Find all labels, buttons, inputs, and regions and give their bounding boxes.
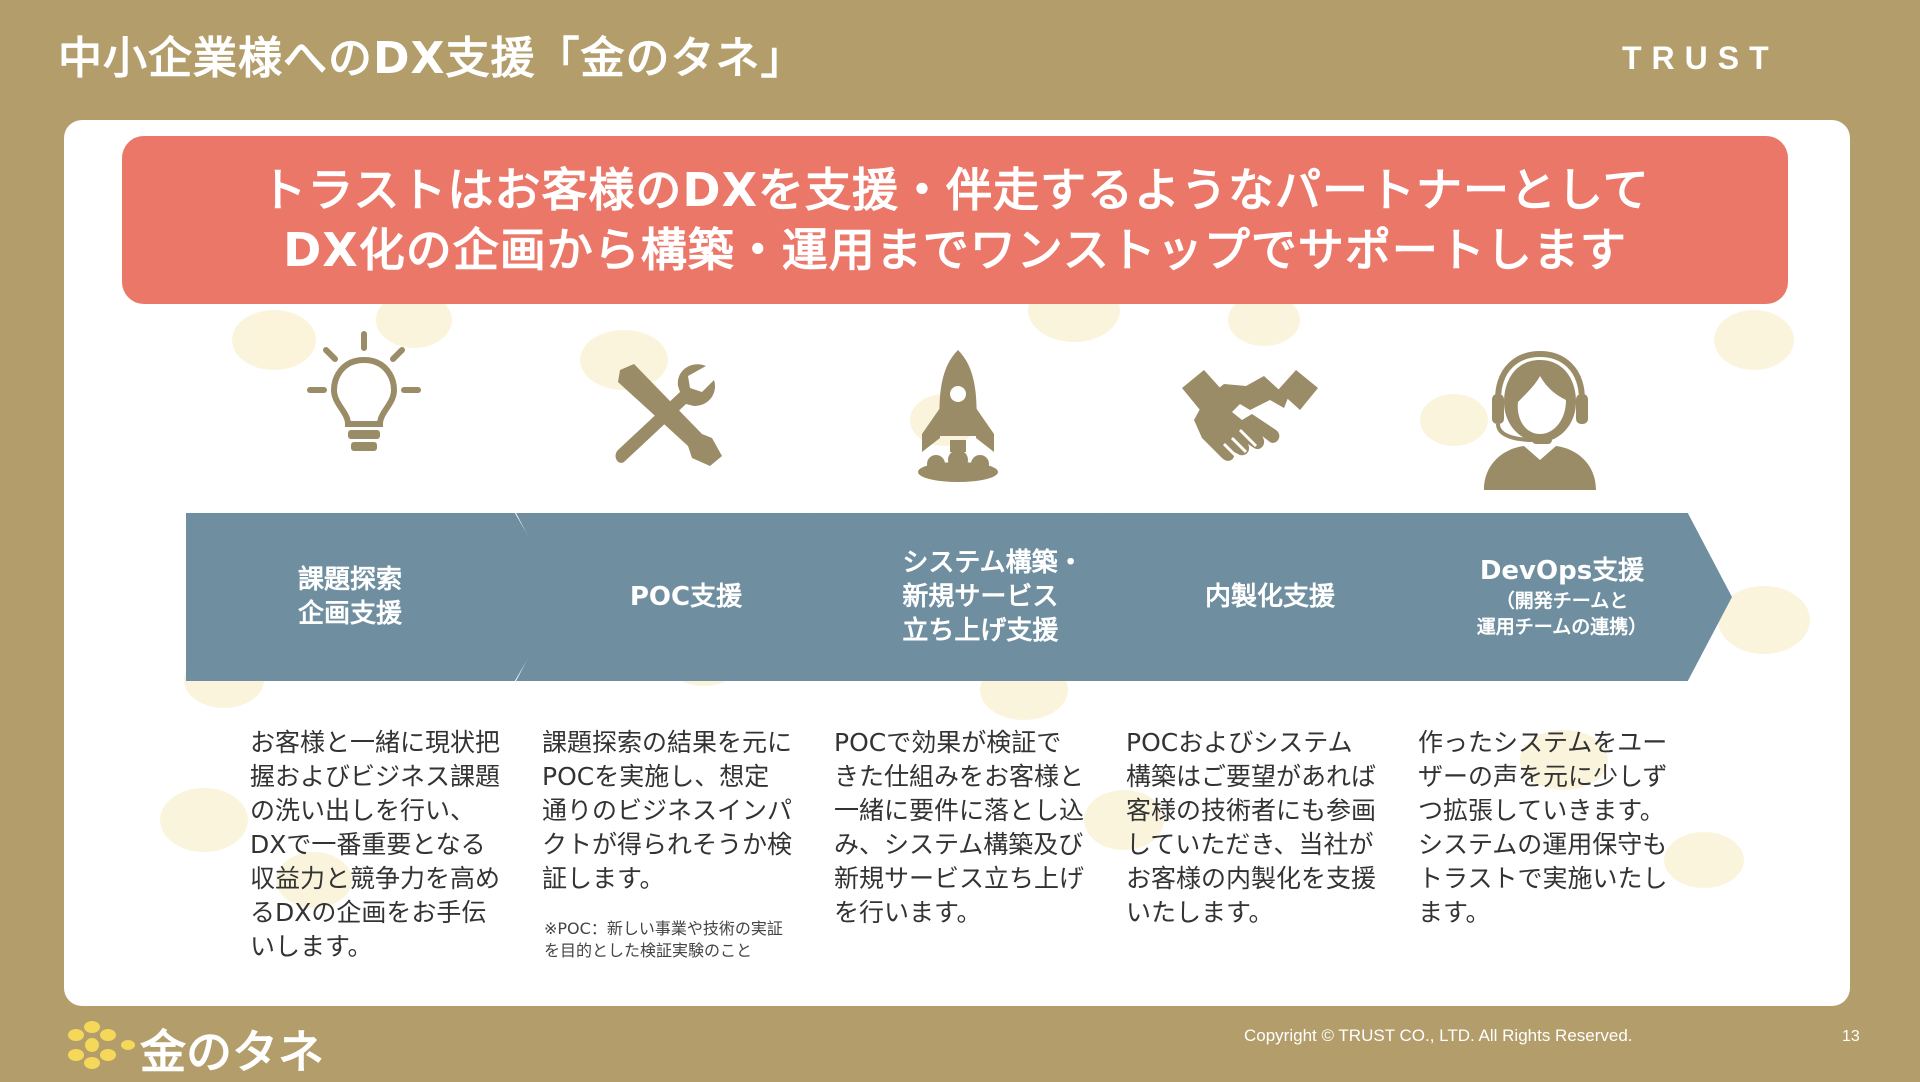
brand-logo: TRUST [1622,40,1779,76]
step-sublabel-line: （開発チームと [1495,590,1629,612]
step-description-system-build: POCで効果が検証できた仕組みをお客様と一緒に要件に落とし込み、システム構築及び… [834,728,1085,927]
footer-logo-text: 金のタネ [140,1025,324,1079]
step-arrow-poc: POC支援 [516,513,856,681]
page-title: 中小企業様へのDX支援「金のタネ」 [58,33,806,84]
copyright-text: Copyright © TRUST CO., LTD. All Rights R… [1244,1026,1633,1045]
step-label-line: 立ち上げ支援 [902,616,1059,646]
headline-line-1: トラストはお客様のDXを支援・伴走するようなパートナーとして [260,163,1650,217]
poc-footnote: ※POC：新しい事業や技術の実証を目的とした検証実験のこと [544,919,783,960]
step-label-line: 内製化支援 [1204,582,1335,612]
lightbulb-icon [307,331,421,451]
seed-flower-logo-icon [68,1021,135,1069]
step-label-line: 新規サービス [902,582,1059,612]
headline-line-2: DX化の企画から構築・運用までワンストップでサポートします [283,223,1627,277]
tools-icon [615,364,722,466]
page-number: 13 [1842,1028,1860,1045]
step-label-line: システム構築・ [902,548,1084,578]
step-description-devops: 作ったシステムをユーザーの声を元に少しずつ拡張していきます。システムの運用保守も… [1418,728,1668,927]
handshake-icon [1182,370,1318,461]
step-arrow-insourcing: 内製化支援 [1100,513,1440,681]
content-card: トラストはお客様のDXを支援・伴走するようなパートナーとして DX化の企画から構… [64,120,1850,1006]
step-arrow-problem-discovery: 課題探索 企画支援 [186,513,564,681]
step-description-poc: 課題探索の結果を元にPOCを実施し、想定通りのビジネスインパクトが得られそうか検… [542,728,793,893]
step-description-problem-discovery: お客様と一緒に現状把握およびビジネス課題の洗い出しを行い、DXで一番重要となる収… [250,728,501,961]
step-label-line: 企画支援 [297,599,402,629]
step-sublabel-line: 運用チームの連携） [1476,616,1648,638]
step-description-insourcing: POCおよびシステム構築はご要望があれば客様の技術者にも参画していただき、当社が… [1126,728,1377,927]
rocket-icon [918,350,998,482]
step-arrow-system-build: システム構築・ 新規サービス 立ち上げ支援 [808,513,1148,681]
step-label-line: DevOps支援 [1479,556,1645,586]
headset-operator-icon [1484,350,1596,490]
headline-banner: トラストはお客様のDXを支援・伴走するようなパートナーとして DX化の企画から構… [122,136,1788,304]
step-arrow-devops: DevOps支援 （開発チームと 運用チームの連携） [1392,513,1732,681]
step-label-line: 課題探索 [297,565,402,595]
step-label-line: POC支援 [629,582,743,612]
